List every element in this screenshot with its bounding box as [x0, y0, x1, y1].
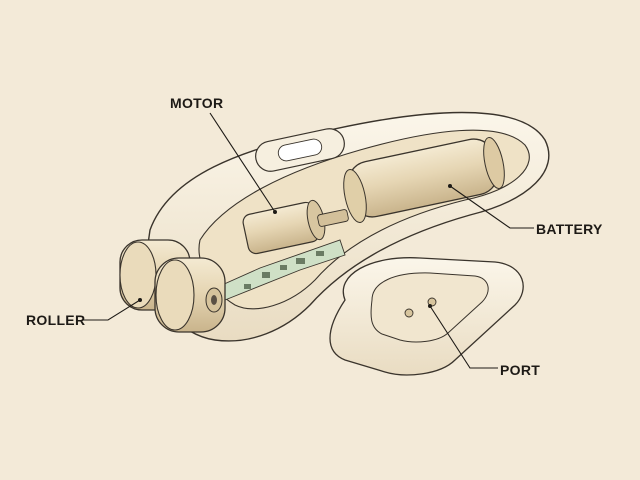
roller-assembly [119, 239, 226, 333]
leader-battery [449, 185, 534, 229]
label-port: PORT [500, 362, 541, 378]
label-battery: BATTERY [536, 221, 603, 237]
battery [343, 136, 505, 223]
leader-port [429, 305, 498, 369]
charging-dock [329, 257, 524, 376]
leader-motor [209, 112, 276, 213]
label-roller: ROLLER [26, 312, 86, 328]
circuit-board [221, 239, 346, 301]
label-motor: MOTOR [170, 95, 224, 111]
leader-roller [82, 299, 141, 321]
leader-lines [82, 112, 534, 369]
motor [242, 199, 349, 255]
